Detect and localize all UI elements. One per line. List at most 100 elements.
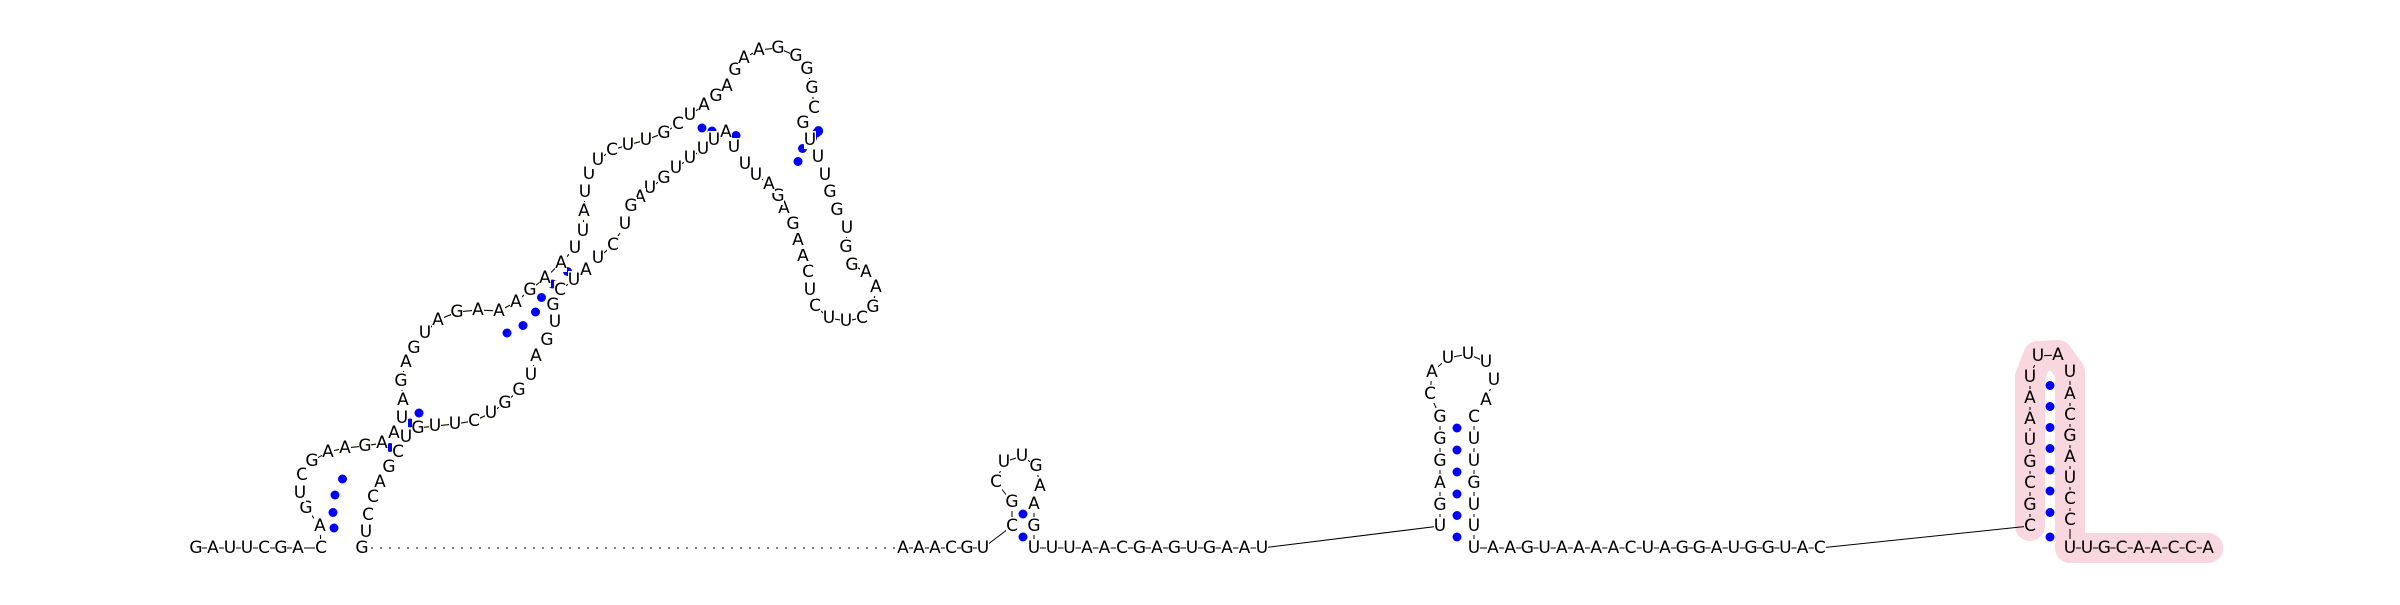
nucleotide: A bbox=[580, 260, 592, 280]
nucleotide-background bbox=[787, 215, 799, 233]
nucleotide-background bbox=[698, 96, 710, 114]
nucleotide-background bbox=[513, 381, 525, 399]
nucleotide-background bbox=[1480, 353, 1492, 371]
nucleotide-background bbox=[824, 183, 836, 201]
nucleotide: G bbox=[1433, 407, 1446, 427]
nucleotide: A bbox=[388, 423, 400, 443]
nucleotide-background bbox=[790, 47, 802, 65]
nucleotide: G bbox=[299, 498, 312, 518]
nucleotide-background bbox=[1487, 539, 1499, 557]
nucleotide: A bbox=[376, 433, 388, 453]
nucleotide-background bbox=[2098, 539, 2111, 557]
nucleotide-background bbox=[1693, 539, 1706, 557]
base-pair-dot bbox=[731, 131, 741, 140]
nucleotide: A bbox=[432, 310, 444, 330]
nucleotide-background bbox=[1538, 539, 1551, 557]
backbone-link bbox=[1819, 525, 2031, 549]
nucleotide: A bbox=[1573, 538, 1585, 558]
nucleotide: G bbox=[394, 371, 407, 391]
nucleotide: G bbox=[839, 237, 852, 257]
nucleotide: C bbox=[554, 280, 566, 300]
nucleotide: U bbox=[429, 416, 441, 436]
nucleotide-background bbox=[2064, 469, 2076, 487]
base-pair-dot bbox=[328, 508, 338, 517]
base-pair-dot bbox=[1452, 532, 1462, 542]
nucleotide: A bbox=[1426, 362, 1438, 382]
nucleotide-background bbox=[1168, 539, 1181, 557]
nucleotide-background bbox=[1034, 477, 1046, 495]
nucleotide-background bbox=[804, 281, 816, 299]
nucleotide: G bbox=[540, 330, 553, 350]
nucleotide: G bbox=[796, 113, 809, 133]
nucleotide-background bbox=[1468, 452, 1480, 470]
nucleotide-background bbox=[867, 298, 879, 316]
nucleotide-background bbox=[797, 114, 809, 132]
base-pair-dot bbox=[2045, 508, 2055, 517]
nucleotide-background bbox=[294, 484, 306, 502]
nucleotide-background bbox=[870, 278, 882, 296]
nucleotide: C bbox=[1625, 538, 1637, 558]
nucleotide-background bbox=[2032, 347, 2044, 365]
nucleotide-background bbox=[2081, 539, 2093, 557]
nucleotide: A bbox=[929, 538, 941, 558]
nucleotide-background bbox=[977, 539, 989, 557]
nucleotide-background bbox=[1796, 539, 1809, 557]
nucleotide: G bbox=[1168, 538, 1181, 558]
nucleotide-background bbox=[856, 309, 868, 327]
nucleotide: C bbox=[1116, 538, 1128, 558]
nucleotide: U bbox=[819, 165, 831, 185]
nucleotide-background bbox=[1779, 539, 1792, 557]
nucleotide-background bbox=[1221, 539, 1233, 557]
base-pair-dot bbox=[518, 321, 528, 330]
nucleotide: U bbox=[294, 483, 306, 503]
nucleotide: A bbox=[1487, 538, 1499, 558]
nucleotide: A bbox=[1659, 538, 1671, 558]
nucleotide-background bbox=[697, 140, 709, 158]
nucleotide: U bbox=[823, 308, 835, 328]
nucleotide-background bbox=[1521, 539, 1534, 557]
nucleotide: U bbox=[1468, 451, 1480, 471]
nucleotide-background bbox=[499, 394, 511, 412]
nucleotide: A bbox=[1239, 538, 1251, 558]
nucleotide-background bbox=[592, 151, 604, 169]
nucleotide: U bbox=[644, 178, 656, 198]
nucleotide: A bbox=[1028, 494, 1040, 514]
nucleotide-background bbox=[808, 99, 820, 117]
nucleotide-background bbox=[579, 183, 591, 201]
nucleotide-background bbox=[1468, 539, 1480, 557]
nucleotide-background bbox=[549, 313, 561, 331]
nucleotide-background bbox=[1256, 539, 1268, 557]
nucleotide: G bbox=[1433, 451, 1446, 471]
nucleotide-background bbox=[644, 179, 656, 197]
nucleotide-background bbox=[2064, 385, 2076, 403]
nucleotide: A bbox=[578, 201, 590, 221]
nucleotide-background bbox=[1624, 539, 1637, 557]
nucleotide-background bbox=[322, 443, 334, 461]
nucleotide: U bbox=[619, 214, 631, 234]
nucleotide-background bbox=[708, 131, 720, 149]
nucleotide: G bbox=[1029, 456, 1042, 476]
base-pair-dot bbox=[1452, 445, 1462, 455]
nucleotide-background bbox=[314, 517, 326, 535]
nucleotide: A bbox=[1221, 538, 1233, 558]
nucleotide: U bbox=[739, 154, 751, 174]
base-pair-dot bbox=[414, 408, 424, 418]
nucleotide: G bbox=[805, 78, 818, 98]
nucleotide-background bbox=[1745, 539, 1757, 557]
nucleotide-background bbox=[555, 254, 567, 272]
nucleotide: A bbox=[2052, 345, 2064, 365]
nucleotide-background bbox=[606, 141, 618, 159]
nucleotide-background bbox=[913, 539, 925, 557]
nucleotide-background bbox=[207, 539, 219, 557]
nucleotide-background bbox=[580, 261, 592, 279]
nucleotide-background bbox=[819, 166, 831, 184]
nucleotide: A bbox=[2150, 538, 2162, 558]
base-pair-dot bbox=[329, 523, 339, 533]
nucleotide: C bbox=[362, 505, 374, 525]
nucleotide: U bbox=[419, 323, 431, 343]
nucleotide: C bbox=[808, 98, 820, 118]
nucleotide: A bbox=[1099, 538, 1111, 558]
nucleotide: A bbox=[720, 122, 732, 142]
nucleotide: C bbox=[606, 140, 618, 160]
